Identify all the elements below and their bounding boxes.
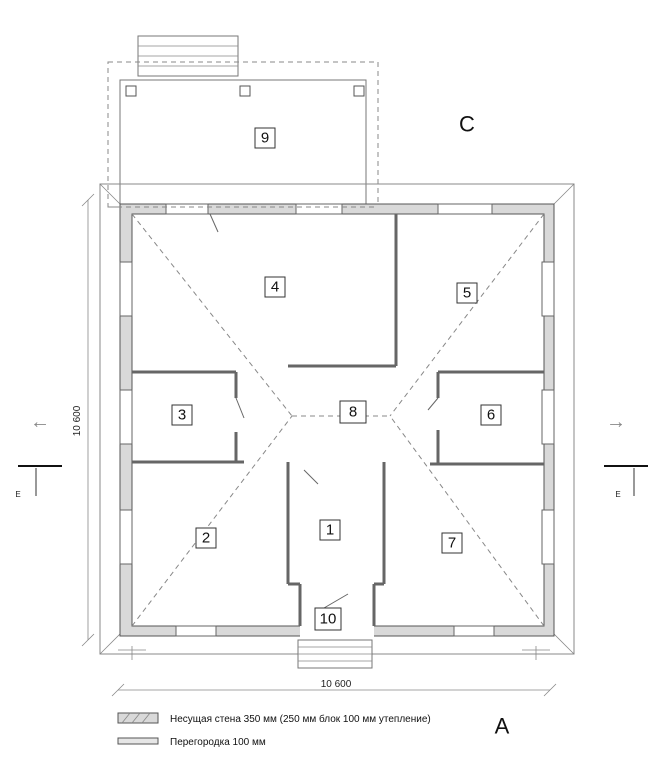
- porch-stairs-bottom: [297, 639, 373, 669]
- room-label-4: 4: [271, 279, 279, 296]
- room-label-7: 7: [448, 535, 456, 552]
- dimension-depth: 10 600: [72, 405, 83, 436]
- arrow-left-icon: ←: [30, 411, 50, 433]
- room-label-10: 10: [320, 611, 337, 628]
- partitions: [132, 214, 544, 626]
- room-label-9: 9: [261, 130, 269, 147]
- facade-label-south: A: [495, 714, 510, 739]
- legend-bearing-wall-text: Несущая стена 350 мм (250 мм блок 100 мм…: [170, 713, 431, 725]
- section-mark-left: [18, 465, 62, 496]
- facade-label-north: C: [459, 112, 475, 137]
- room-label-5: 5: [463, 285, 471, 302]
- section-label-left: Е: [15, 490, 20, 499]
- room-label-3: 3: [178, 407, 186, 424]
- porch-stairs-top: [137, 35, 239, 77]
- dimension-lines: [81, 193, 557, 697]
- room-label-1: 1: [326, 522, 334, 539]
- roof-outline: [99, 183, 575, 655]
- grid-marks: [118, 646, 550, 660]
- section-mark-right: [604, 465, 648, 496]
- dimension-width: 10 600: [321, 679, 352, 690]
- legend-bearing-swatch: [117, 712, 159, 724]
- section-label-right: Е: [615, 490, 620, 499]
- room-label-8: 8: [349, 404, 357, 421]
- room-label-2: 2: [202, 530, 210, 547]
- terrace-outline: [107, 61, 379, 208]
- legend-partition-text: Перегородка 100 мм: [170, 737, 266, 748]
- doors: [209, 213, 439, 609]
- arrow-right-icon: →: [606, 411, 626, 433]
- room-label-6: 6: [487, 407, 495, 424]
- legend-partition-swatch: [117, 737, 159, 745]
- windows: [119, 203, 555, 637]
